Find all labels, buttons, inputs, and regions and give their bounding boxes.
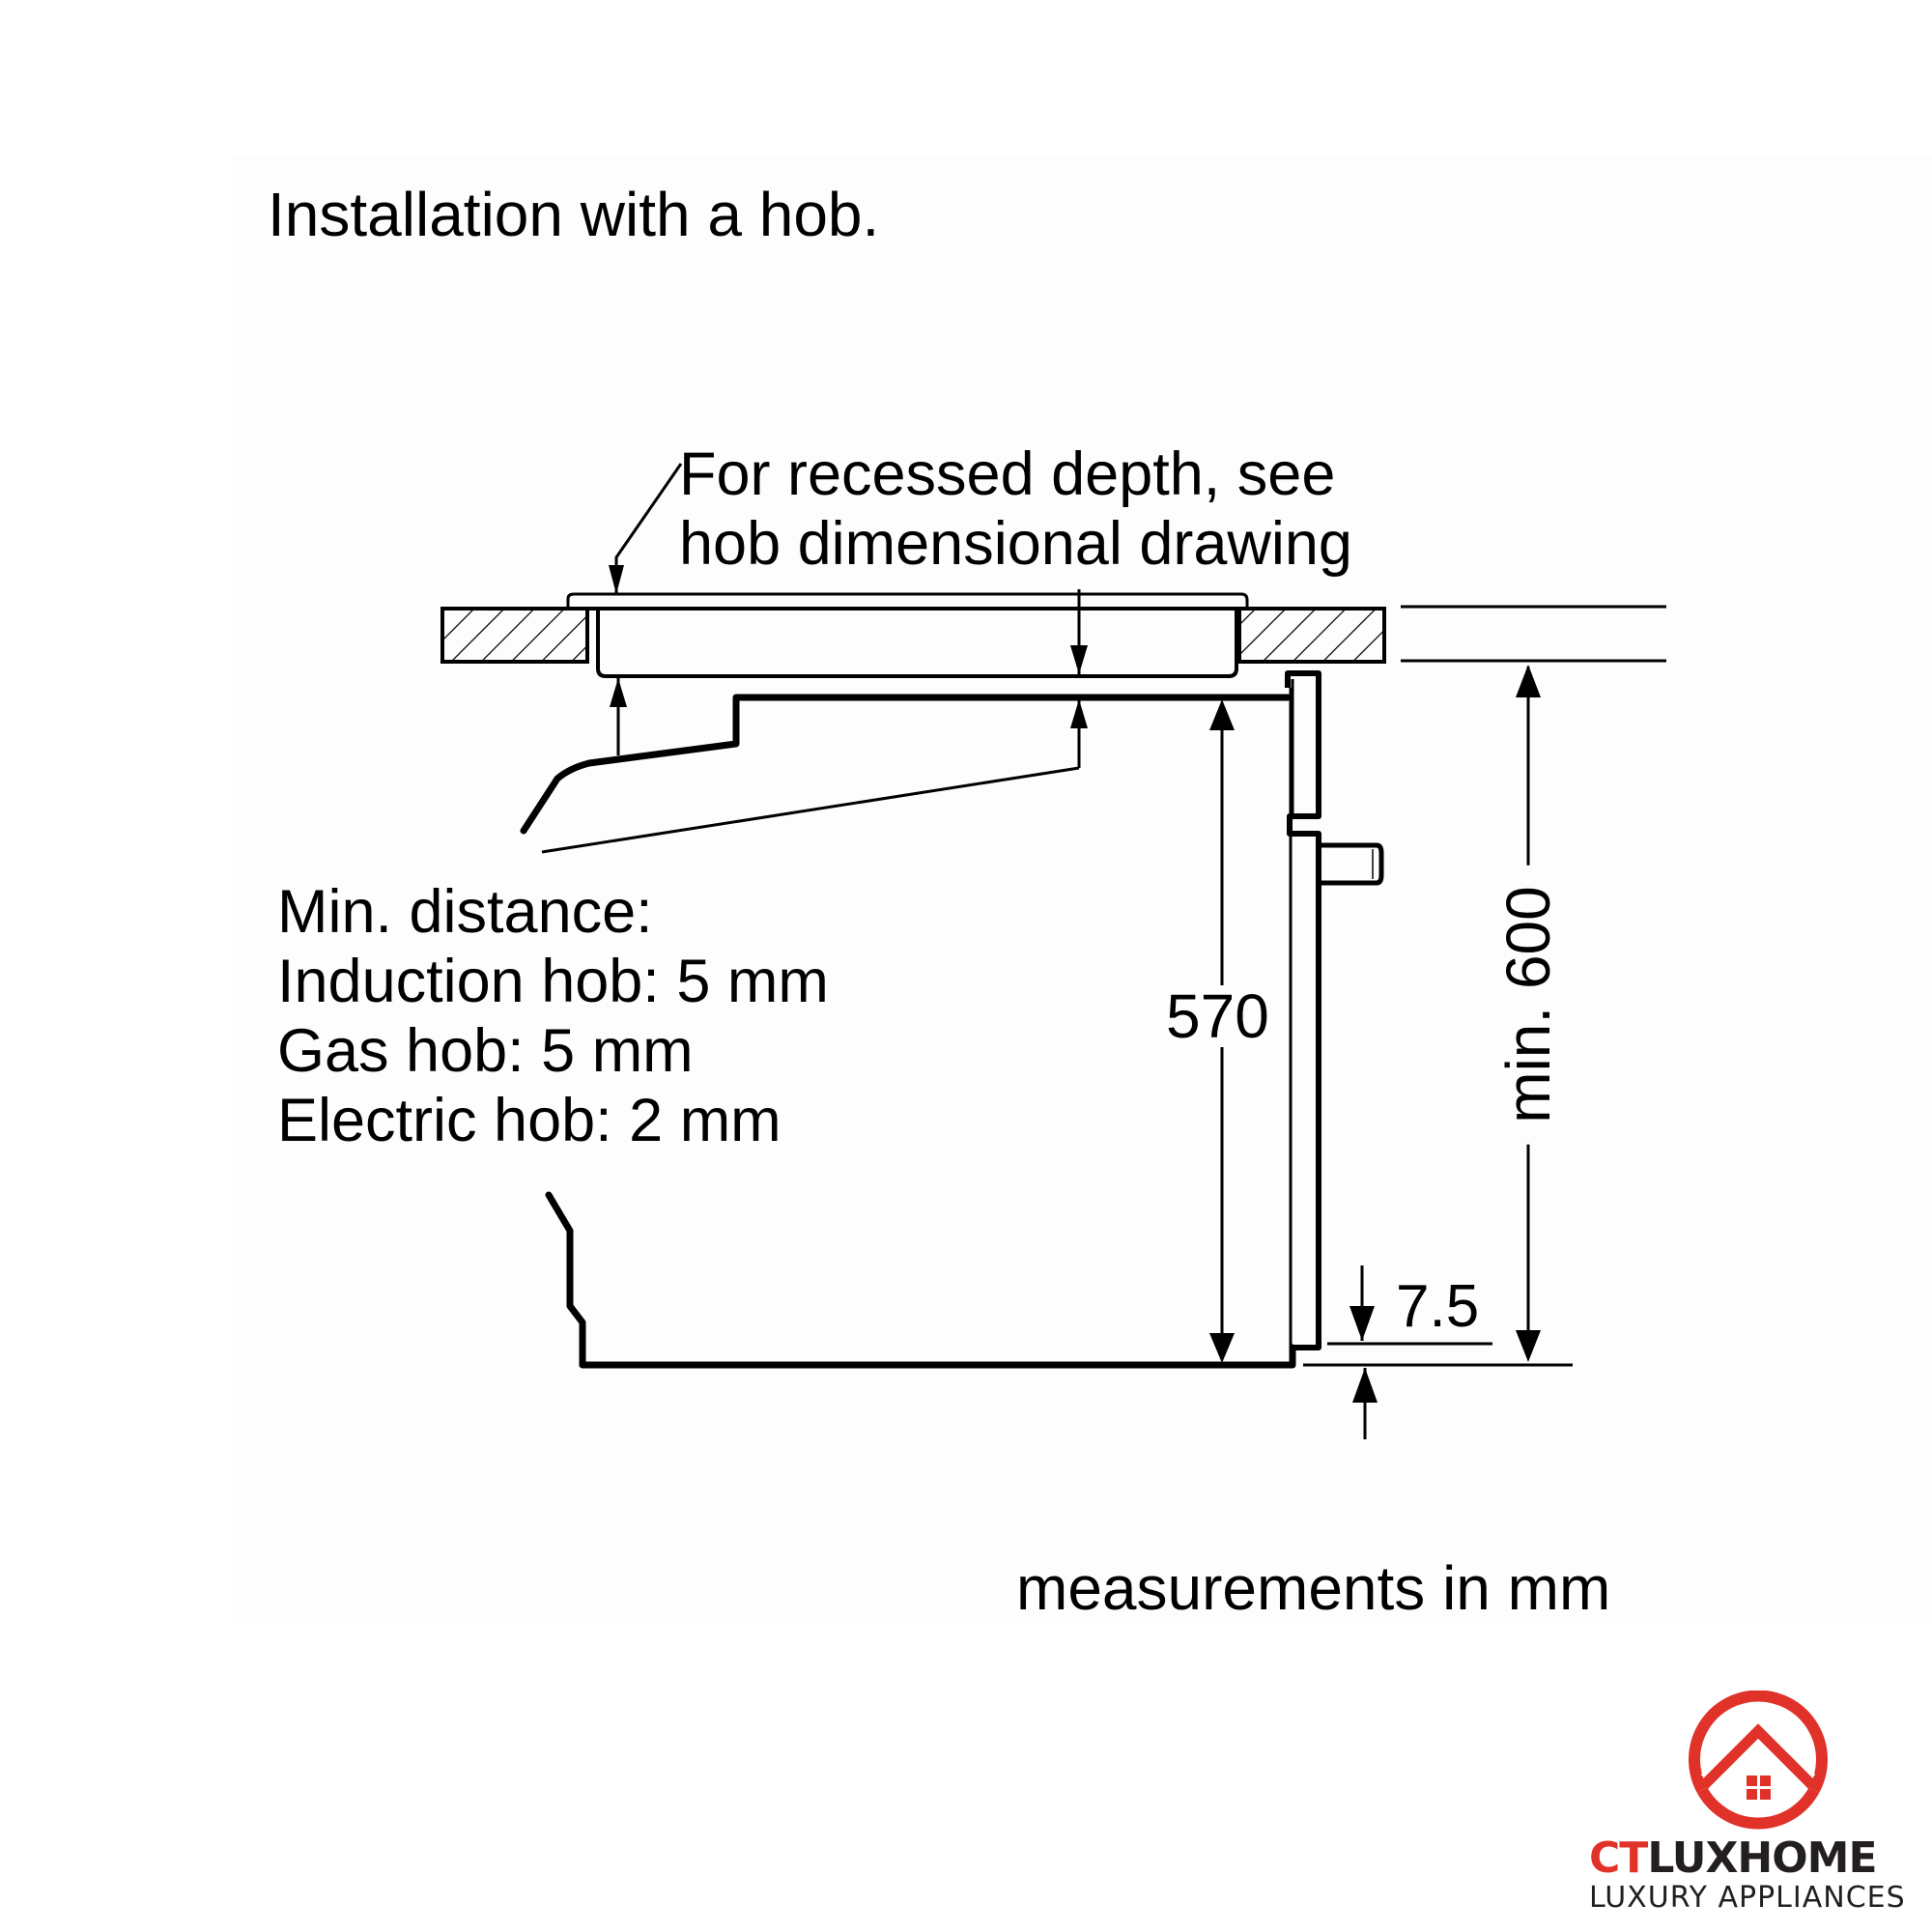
min-distance-heading: Min. distance: [277,878,653,946]
min-distance-leader [541,766,1080,854]
callout-line-1: For recessed depth, see [679,440,1336,508]
dimension-570-label: 570 [1162,985,1273,1047]
min-distance-gas: Gas hob: 5 mm [277,1017,694,1085]
oven-door [1285,670,1321,1350]
oven-knob [1319,842,1384,886]
min-distance-induction: Induction hob: 5 mm [277,948,829,1015]
brand-tagline: LUXURY APPLIANCES [1589,1881,1906,1915]
units-note: measurements in mm [1016,1553,1611,1623]
house-in-circle-icon [1689,1690,1828,1830]
worktop-left [440,607,589,664]
brand-prefix: CT [1589,1833,1648,1883]
diagram-title: Installation with a hob. [268,180,880,249]
min-distance-electric: Electric hob: 2 mm [277,1087,781,1154]
recessed-depth-callout: For recessed depth, see hob dimensional … [679,440,1352,579]
min-distance-note: Min. distance: Induction hob: 5 mm Gas h… [277,877,829,1155]
dimension-min-600-label: min. 600 [1493,865,1563,1145]
dimension-7-5-label: 7.5 [1396,1273,1480,1340]
hob [566,592,1249,678]
brand-name: CTLUXHOME [1589,1837,1878,1880]
dimension-7-5 [1303,1265,1573,1439]
worktop-right [1237,607,1386,664]
diagram-panel [232,155,1932,1623]
callout-leader [614,463,683,594]
oven-body [520,694,1296,1369]
callout-line-2: hob dimensional drawing [679,510,1352,578]
brand-suffix: LUXHOME [1647,1833,1877,1883]
